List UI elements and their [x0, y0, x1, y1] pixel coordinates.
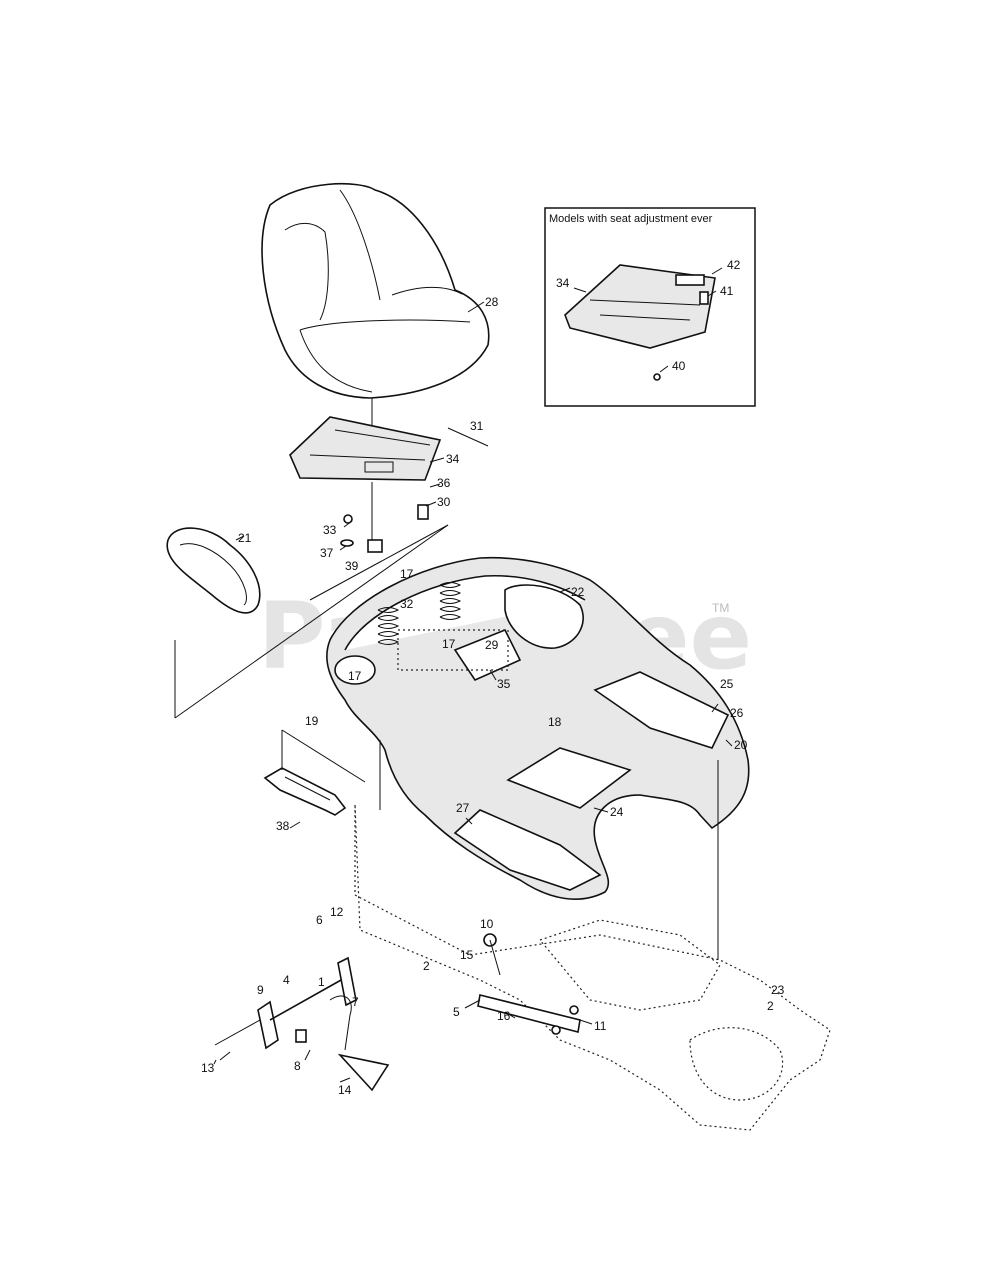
inset-callout-34: 34 [556, 276, 570, 290]
callout-4: 4 [283, 973, 290, 987]
callout-36: 36 [437, 476, 451, 490]
callout-17b: 17 [442, 637, 456, 651]
callout-39: 39 [345, 559, 359, 573]
callout-14: 14 [338, 1083, 352, 1097]
callout-8: 8 [294, 1059, 301, 1073]
inset-callout-41: 41 [720, 284, 734, 298]
watermark-tm: TM [712, 601, 729, 615]
callout-21: 21 [238, 531, 252, 545]
callout-26: 26 [730, 706, 744, 720]
spring-part [377, 582, 462, 645]
callout-28: 28 [485, 295, 499, 309]
frame-outline [354, 740, 831, 1131]
callout-11: 11 [594, 1019, 607, 1033]
callout-35: 35 [497, 677, 511, 691]
callout-2b: 2 [767, 999, 774, 1013]
callout-22: 22 [571, 585, 585, 599]
callout-38: 38 [276, 819, 290, 833]
callout-19: 19 [305, 714, 319, 728]
seat-rail-part [166, 527, 261, 614]
callout-34: 34 [446, 452, 460, 466]
bracket-part [397, 628, 522, 682]
callout-17a: 17 [400, 567, 414, 581]
callout-13: 13 [201, 1061, 215, 1075]
inset-callout-42: 42 [727, 258, 741, 272]
callout-37: 37 [320, 546, 334, 560]
link-rod-part [477, 933, 581, 1035]
fender-body [326, 556, 750, 900]
callout-27: 27 [456, 801, 470, 815]
callout-2a: 2 [423, 959, 430, 973]
callout-31: 31 [470, 419, 484, 433]
callout-30: 30 [437, 495, 451, 509]
leader-lines [213, 267, 733, 1083]
callout-32: 32 [400, 597, 414, 611]
inset-title: Models with seat adjustment ever [549, 213, 713, 225]
callout-33: 33 [323, 523, 337, 537]
callout-1: 1 [318, 975, 325, 989]
callout-12: 12 [330, 905, 344, 919]
callout-17c: 17 [348, 669, 362, 683]
callout-5: 5 [453, 1005, 460, 1019]
pan-hardware [340, 482, 429, 553]
callout-16: 16 [497, 1009, 511, 1023]
callout-6: 6 [316, 913, 323, 927]
callout-10: 10 [480, 917, 494, 931]
callout-labels: 28 31 34 36 30 33 37 39 21 22 17 32 17 2… [201, 258, 785, 1097]
callout-23: 23 [771, 983, 785, 997]
callout-25: 25 [720, 677, 734, 691]
seat-part [261, 182, 490, 399]
callout-24: 24 [610, 805, 624, 819]
inset-seat-pan [564, 264, 716, 381]
callout-18: 18 [548, 715, 562, 729]
callout-29: 29 [485, 638, 499, 652]
callout-20: 20 [734, 738, 748, 752]
adjust-bracket-part [263, 729, 366, 816]
callout-7: 7 [352, 995, 359, 1009]
callout-15: 15 [460, 948, 474, 962]
inset-callout-40: 40 [672, 359, 686, 373]
seat-pan-part [289, 416, 442, 481]
callout-9: 9 [257, 983, 264, 997]
lever-assembly [214, 956, 390, 1092]
